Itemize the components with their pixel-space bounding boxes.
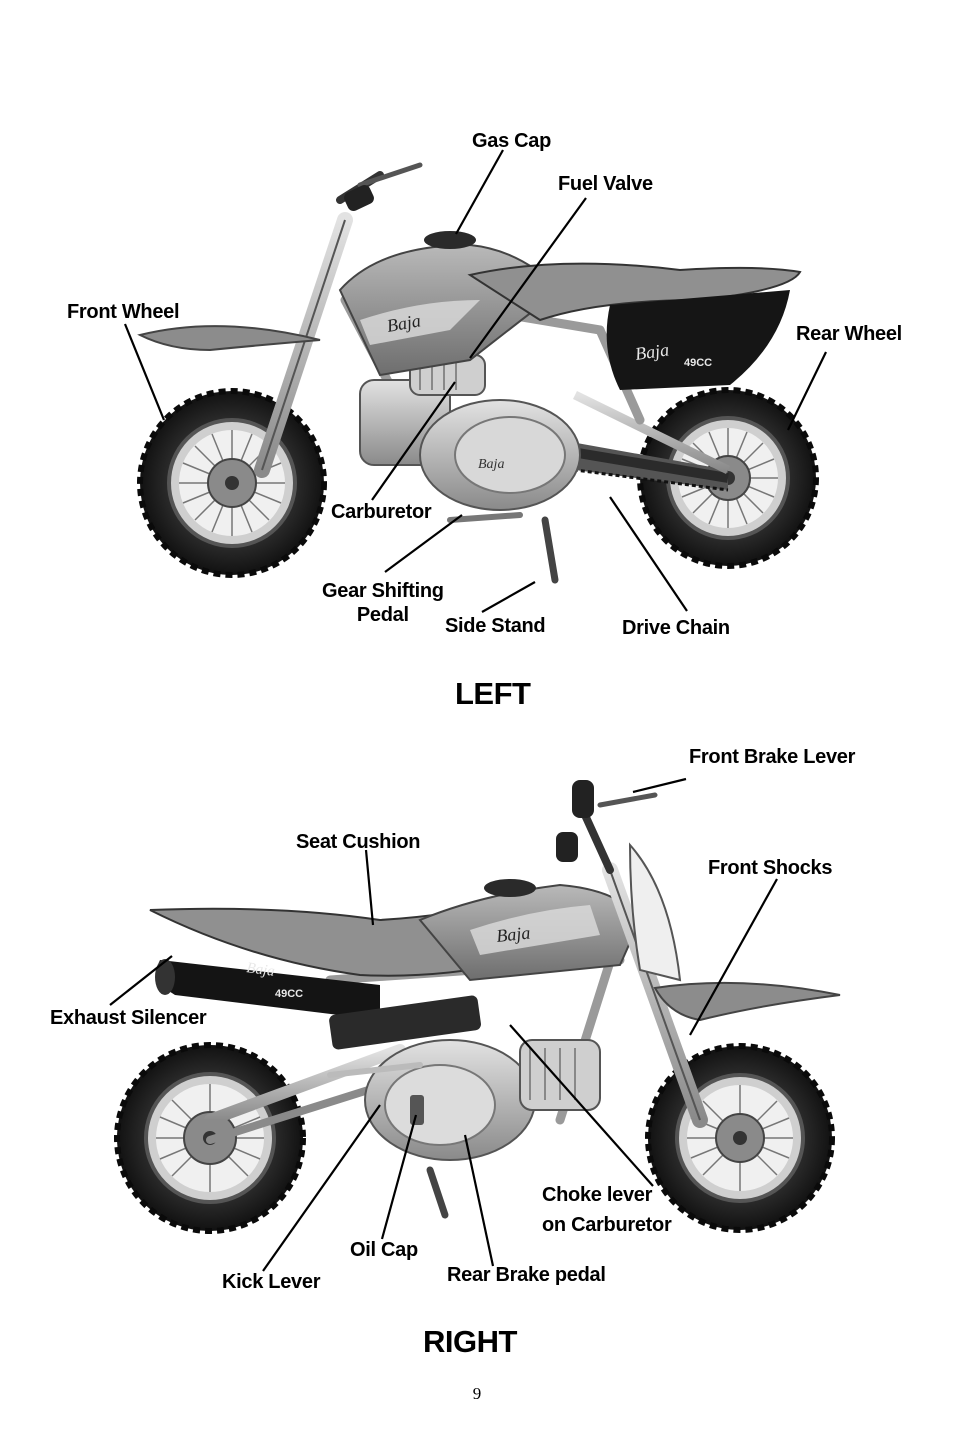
right-view-figure: Baja 49CC Baja xyxy=(0,720,954,1360)
right-engine xyxy=(364,1039,601,1161)
right-number-plate xyxy=(628,842,682,982)
exhaust-displacement-decal: 49CC xyxy=(275,988,303,1000)
heading-left: LEFT xyxy=(455,676,531,711)
label-fuel-valve: Fuel Valve xyxy=(558,173,653,195)
label-drive-chain: Drive Chain xyxy=(622,617,730,639)
right-kick-lever xyxy=(327,1062,423,1078)
exhaust-decal: Baja xyxy=(245,960,275,980)
right-view-illustration: Baja 49CC Baja xyxy=(109,777,841,1272)
left-front-wheel xyxy=(137,388,327,578)
left-leader-lines xyxy=(123,149,827,613)
left-front-fork xyxy=(254,162,423,478)
label-front-brake-lever: Front Brake Lever xyxy=(689,746,856,768)
label-oil-cap: Oil Cap xyxy=(350,1239,418,1261)
heading-right: RIGHT xyxy=(423,1324,517,1359)
label-seat-cushion: Seat Cushion xyxy=(296,831,421,853)
right-body: Baja xyxy=(149,879,642,982)
right-side-stand xyxy=(426,1166,449,1219)
right-tank-decal: Baja xyxy=(495,923,531,946)
label-side-stand: Side Stand xyxy=(445,615,546,637)
label-kick-lever: Kick Lever xyxy=(222,1271,321,1293)
right-swingarm xyxy=(204,1044,406,1126)
right-front-fork xyxy=(556,780,708,1128)
label-front-wheel: Front Wheel xyxy=(67,301,180,323)
side-panel-decal: Baja xyxy=(634,339,670,364)
label-rear-brake-pedal: Rear Brake pedal xyxy=(447,1264,606,1286)
left-front-fender xyxy=(137,325,321,352)
displacement-decal: 49CC xyxy=(684,357,712,369)
page-number: 9 xyxy=(472,1384,482,1403)
right-exhaust: Baja 49CC xyxy=(155,959,481,1050)
label-choke-lever: Choke lever on Carburetor xyxy=(542,1184,672,1236)
left-gear-pedal xyxy=(447,512,523,523)
label-gear-shifting-pedal: Gear Shifting Pedal xyxy=(322,580,444,626)
left-view-illustration: Baja Baja Baja 49 xyxy=(123,149,827,613)
label-exhaust-silencer: Exhaust Silencer xyxy=(50,1007,207,1029)
left-body: Baja Baja 49CC xyxy=(338,231,802,390)
left-view-figure: Baja Baja Baja 49 xyxy=(0,0,954,700)
label-gas-cap: Gas Cap xyxy=(472,130,552,152)
label-rear-wheel: Rear Wheel xyxy=(796,323,902,345)
label-front-shocks: Front Shocks xyxy=(708,857,833,879)
left-engine: Baja xyxy=(359,354,581,511)
label-carburetor: Carburetor xyxy=(331,501,432,523)
left-swingarm xyxy=(559,390,730,492)
right-front-fender xyxy=(653,981,841,1022)
right-leader-lines xyxy=(109,777,778,1272)
engine-decal: Baja xyxy=(478,457,504,472)
left-side-stand xyxy=(541,516,559,584)
